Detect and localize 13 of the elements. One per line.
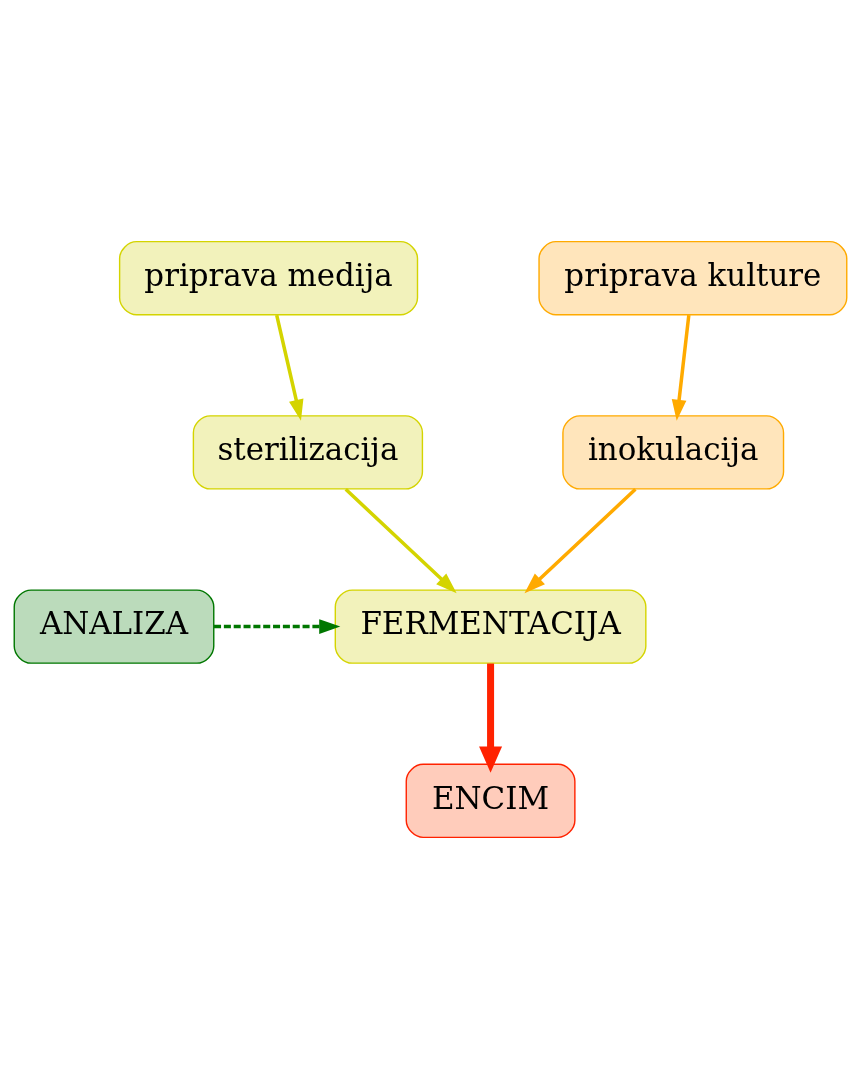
node-box: sterilizacija xyxy=(192,414,424,490)
arrow xyxy=(524,487,637,593)
arrow xyxy=(479,663,503,773)
arrow xyxy=(214,618,341,634)
arrow xyxy=(671,314,691,421)
node-box: ANALIZA xyxy=(13,588,215,664)
node-box: inokulacija xyxy=(562,414,785,490)
node-box: priprava medija xyxy=(118,240,419,315)
node-box: priprava kulture xyxy=(538,240,848,315)
node-box: FERMENTACIJA xyxy=(334,588,647,664)
node-box: ENCIM xyxy=(405,763,576,838)
arrow xyxy=(275,314,304,421)
arrow xyxy=(344,487,457,593)
